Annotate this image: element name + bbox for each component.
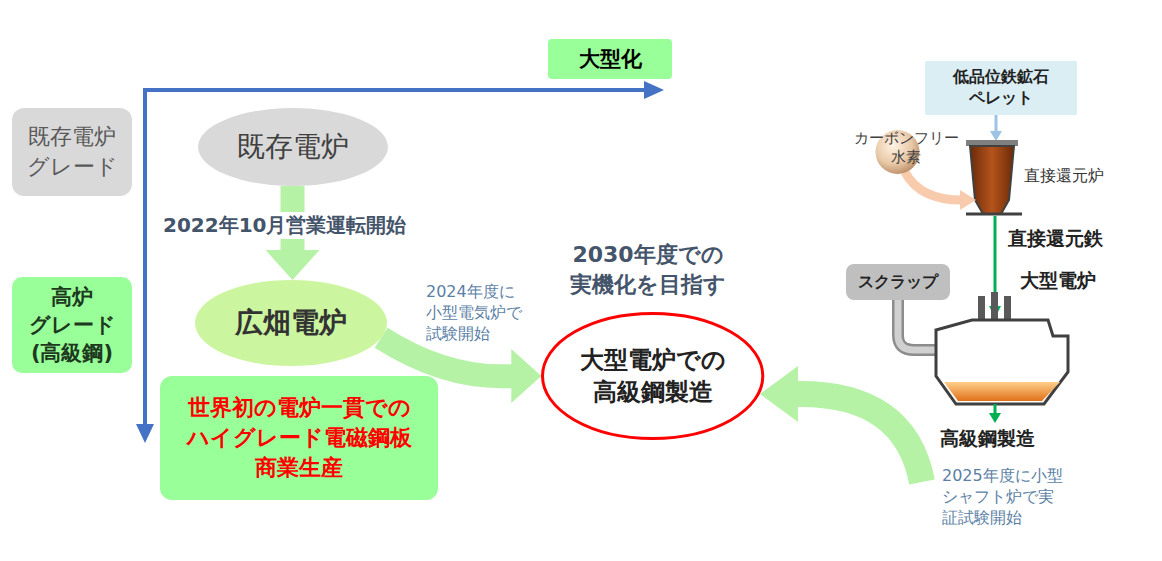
furnace-ellipse: 既存電炉	[198, 108, 388, 186]
text: 世界初の電炉一貫での ハイグレード電磁鋼板 商業生産	[187, 393, 412, 483]
shape-outline	[543, 314, 763, 439]
ellipse-outline	[541, 312, 764, 440]
grade-box: 高炉 グレード (高級鋼)	[12, 277, 132, 373]
material-box: 低品位鉄鉱石 ペレット	[925, 61, 1077, 115]
category-box: 大型化	[548, 39, 672, 79]
part-label: 直接還元炉	[1024, 166, 1104, 187]
goal-ellipse: 大型電炉での 高級鋼製造	[541, 312, 764, 440]
material-box: スクラップ	[846, 264, 950, 300]
text: 広畑電炉	[235, 304, 347, 342]
arrowhead	[266, 250, 320, 280]
process-flow-arrowhead	[760, 366, 798, 422]
text: 直接還元炉	[1024, 166, 1104, 187]
text: 高炉 グレード (高級鋼)	[29, 283, 116, 367]
note-text: 2025年度に小型 シャフト炉で実 証試験開始	[942, 466, 1063, 529]
edge-label: 2022年10月営業運転開始	[160, 212, 410, 239]
hydrogen-arrowhead	[960, 190, 976, 210]
arrowhead	[511, 349, 541, 403]
steel-arrow	[989, 404, 1001, 423]
feed-arrow	[990, 112, 1002, 141]
furnace-ellipse: 広畑電炉	[195, 280, 387, 366]
text: 既存電炉 グレード	[27, 122, 118, 182]
note-text: 2024年度に 小型電気炉で 試験開始	[426, 282, 522, 345]
text: カーボンフリー 水素	[854, 129, 959, 167]
shaft-furnace	[966, 140, 1022, 214]
text: 大型電炉	[1020, 268, 1096, 294]
text: 2030年度での 実機化を目指す	[570, 240, 726, 300]
text: 2024年度に 小型電気炉で 試験開始	[426, 282, 522, 345]
text: 2025年度に小型 シャフト炉で実 証試験開始	[942, 466, 1063, 529]
scrap-chute-inner	[898, 300, 940, 350]
achievement-box: 世界初の電炉一貫での ハイグレード電磁鋼板 商業生産	[160, 376, 438, 500]
arrow-shaft	[381, 338, 513, 377]
shape-outline	[195, 280, 387, 366]
scrap-chute	[898, 300, 940, 350]
text: 大型電炉での 高級鋼製造	[580, 344, 726, 408]
part-label: 大型電炉	[1020, 268, 1096, 294]
text: 直接還元鉄	[1008, 226, 1103, 252]
hydrogen-arrow	[905, 172, 962, 200]
process-flow-arrow	[796, 394, 922, 482]
text: 2022年10月営業運転開始	[163, 212, 407, 239]
electric-arc-furnace	[936, 292, 1068, 404]
target-text: 2030年度での 実機化を目指す	[570, 240, 726, 300]
text: 大型化	[579, 45, 642, 73]
grade-box: 既存電炉 グレード	[12, 108, 132, 196]
text: 低品位鉄鉱石 ペレット	[953, 67, 1049, 109]
text: スクラップ	[858, 272, 938, 293]
part-label: 高級鋼製造	[940, 426, 1035, 452]
text: 高級鋼製造	[940, 426, 1035, 452]
part-label: 直接還元鉄	[1008, 226, 1103, 252]
text: 既存電炉	[237, 128, 349, 166]
hydrogen-node: カーボンフリー 水素	[842, 122, 971, 174]
shape-outline	[198, 108, 388, 186]
